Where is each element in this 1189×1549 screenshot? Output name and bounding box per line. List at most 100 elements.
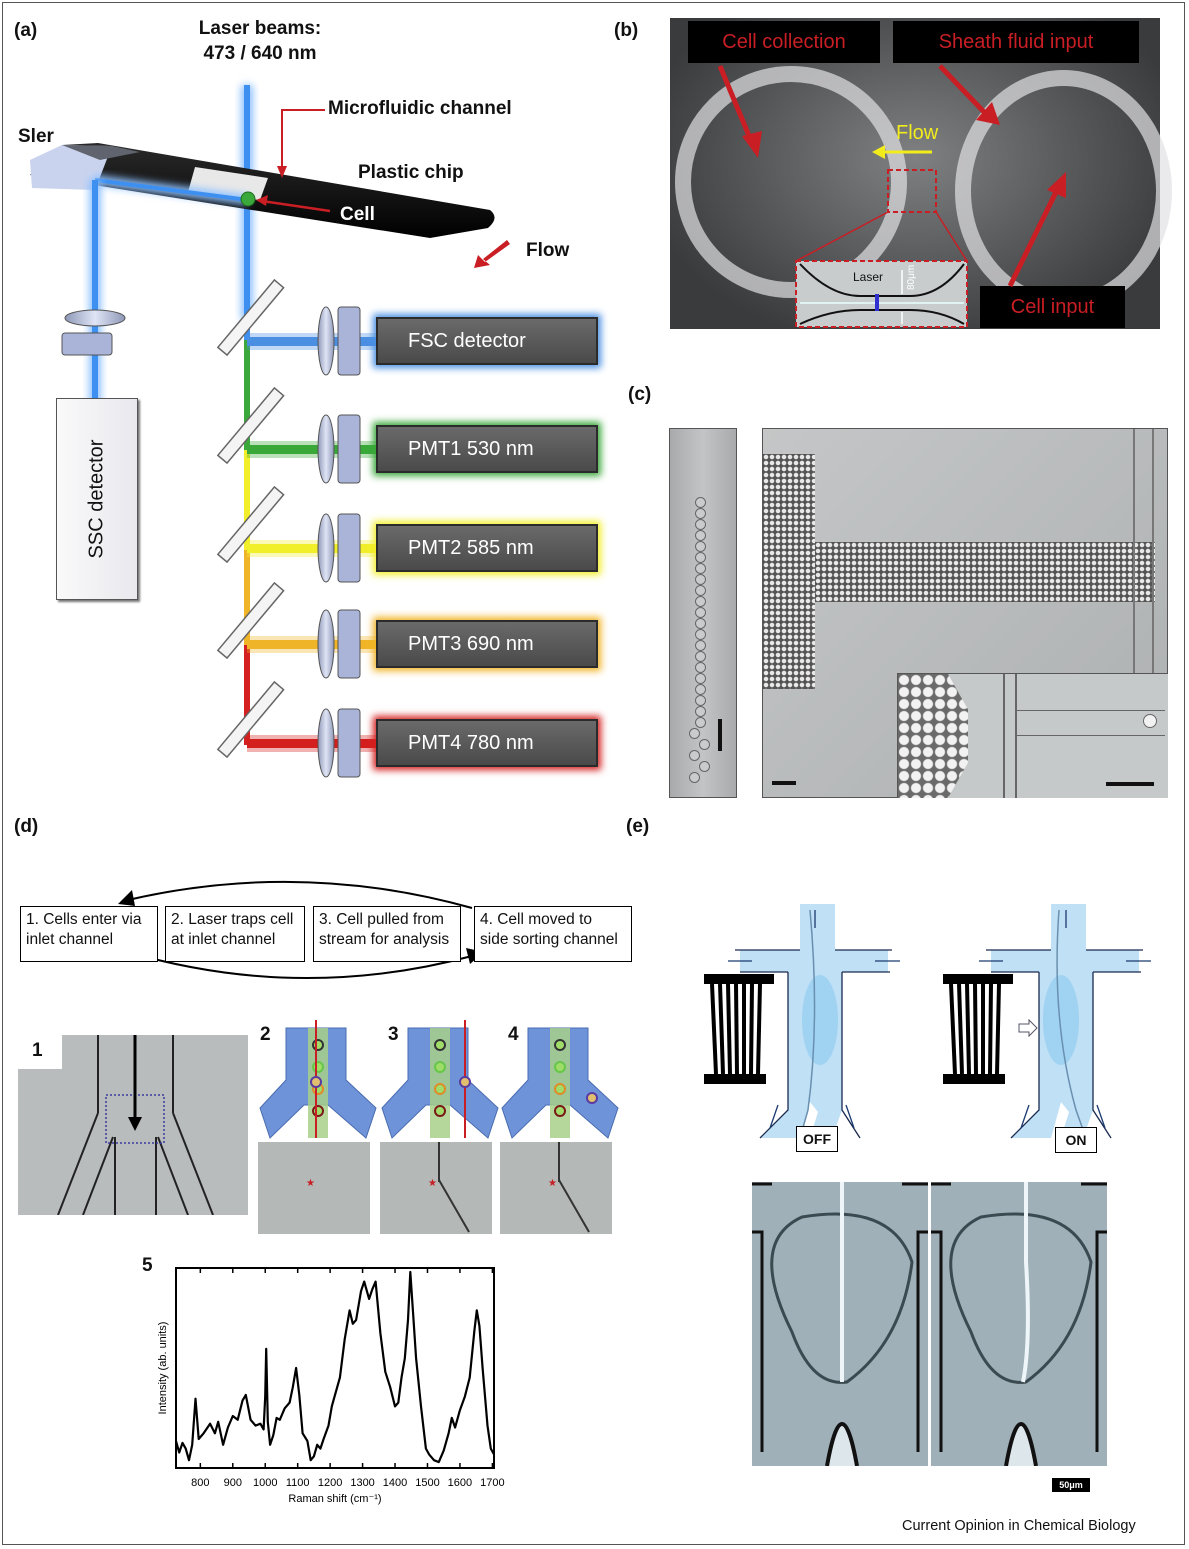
piezo-top-plate <box>704 974 774 984</box>
filter-icon <box>337 708 361 778</box>
droplet <box>695 673 706 684</box>
cell-pointer-line <box>261 199 331 213</box>
beam-branch <box>247 337 379 346</box>
flow-label: Flow <box>526 240 570 261</box>
lens-icon <box>317 708 335 778</box>
ssc-lens-icon <box>64 309 126 327</box>
x-tick-label: 1000 <box>253 1477 277 1489</box>
panel-e-label: (e) <box>626 816 650 837</box>
ssc-beam-horizontal <box>94 175 249 205</box>
droplet <box>695 607 706 618</box>
cell-dot <box>434 1061 446 1073</box>
target-cell <box>310 1076 322 1088</box>
channel-inset <box>795 260 968 328</box>
panel-a-label: (a) <box>14 20 38 41</box>
y-channel-schematic-2 <box>259 1020 377 1139</box>
cell-dot <box>312 1039 324 1051</box>
detector-2: PMT1 530 nm <box>376 425 598 473</box>
laser-title-line2: 473 / 640 nm <box>203 43 317 64</box>
step-text: 1. Cells enter via <box>26 911 142 928</box>
piezo-bottom-plate <box>704 1074 766 1084</box>
cell-dot <box>554 1083 566 1095</box>
lens-icon <box>317 513 335 583</box>
ssc-filter-icon <box>61 332 113 356</box>
cell-dot <box>434 1105 446 1117</box>
sorting-schematic <box>704 904 1151 1139</box>
plastic-chip-label: Plastic chip <box>358 162 464 183</box>
y-axis-label: Intensity (ab. units) <box>157 1322 169 1415</box>
cell-dot <box>434 1083 446 1095</box>
droplet-channel <box>815 542 1155 602</box>
cell-input-label: Cell input <box>980 286 1125 328</box>
droplet <box>695 640 706 651</box>
star-marker-icon: ★ <box>548 1178 557 1189</box>
target-cell <box>586 1092 598 1104</box>
zoom-region <box>887 169 937 213</box>
back-arrowhead <box>118 890 135 906</box>
sub-label-4: 4 <box>508 1024 519 1045</box>
droplet-reservoir <box>763 454 815 689</box>
x-tick-label: 1500 <box>415 1477 439 1489</box>
sorting-schematic-off <box>704 904 900 1139</box>
lens-icon <box>317 414 335 484</box>
lens-icon <box>317 306 335 376</box>
x-tick-label: 1300 <box>350 1477 374 1489</box>
scale-bar <box>718 719 722 751</box>
ssc-detector: SSC detector <box>56 398 138 600</box>
sheath-fluid-input-label: Sheath fluid input <box>893 21 1139 63</box>
flow-arrow-icon <box>474 240 510 268</box>
piezo-top-plate <box>943 974 1013 984</box>
inset-scale-bar <box>1106 782 1154 786</box>
sheath-arrow <box>976 102 1000 125</box>
step-text: 3. Cell pulled from <box>319 911 444 928</box>
micrograph-2: ★ <box>258 1142 370 1234</box>
beam-branch <box>247 640 379 649</box>
step-cycle-arrows <box>118 880 484 980</box>
chip-photo: Cell collection Sheath fluid input Cell … <box>670 18 1172 329</box>
filter-icon <box>337 513 361 583</box>
sub-label-1: 1 <box>32 1040 43 1061</box>
photo-annotations <box>717 64 1066 328</box>
droplet <box>695 585 706 596</box>
droplet-channel-image <box>669 428 737 798</box>
droplet <box>689 772 700 783</box>
dichroic-mirror-icon <box>216 485 285 564</box>
droplet <box>695 596 706 607</box>
cell-collection-label: Cell collection <box>688 21 880 63</box>
droplet <box>695 497 706 508</box>
y-channel-schematic-3 <box>381 1020 499 1139</box>
dichroic-mirror-icon <box>216 386 285 465</box>
x-tick-label: 800 <box>191 1477 209 1489</box>
beam-orange <box>244 550 250 645</box>
dichroic-mirror-icon <box>216 680 285 759</box>
droplet <box>695 574 706 585</box>
detector-1: FSC detector <box>376 317 598 365</box>
down-arrow-icon <box>128 1117 142 1131</box>
sub-label-3: 3 <box>388 1024 399 1045</box>
droplet-inset <box>897 673 1168 798</box>
droplet <box>695 541 706 552</box>
droplet <box>695 717 706 728</box>
filter-icon <box>337 414 361 484</box>
piezo-bottom-plate <box>943 1074 1005 1084</box>
cell-label: Cell <box>340 204 375 225</box>
droplet <box>695 519 706 530</box>
plot-frame <box>175 1267 495 1469</box>
channel-pointer-arrowhead <box>277 166 287 178</box>
sub-label-2: 2 <box>260 1024 271 1045</box>
cell-dot <box>312 1105 324 1117</box>
cell-icon <box>240 191 256 207</box>
panel-a-diagram <box>30 85 510 778</box>
inset-laser-label: Laser <box>853 270 884 284</box>
dichroic-mirror-icon <box>216 278 285 357</box>
laser-title-line1: Laser beams: <box>198 18 322 39</box>
piezo-actuator-icon <box>949 983 1001 1075</box>
beam-yellow <box>244 450 250 550</box>
micrograph-4: ★ <box>500 1142 612 1234</box>
x-tick-label: 1600 <box>448 1477 472 1489</box>
filter-icon <box>337 609 361 679</box>
